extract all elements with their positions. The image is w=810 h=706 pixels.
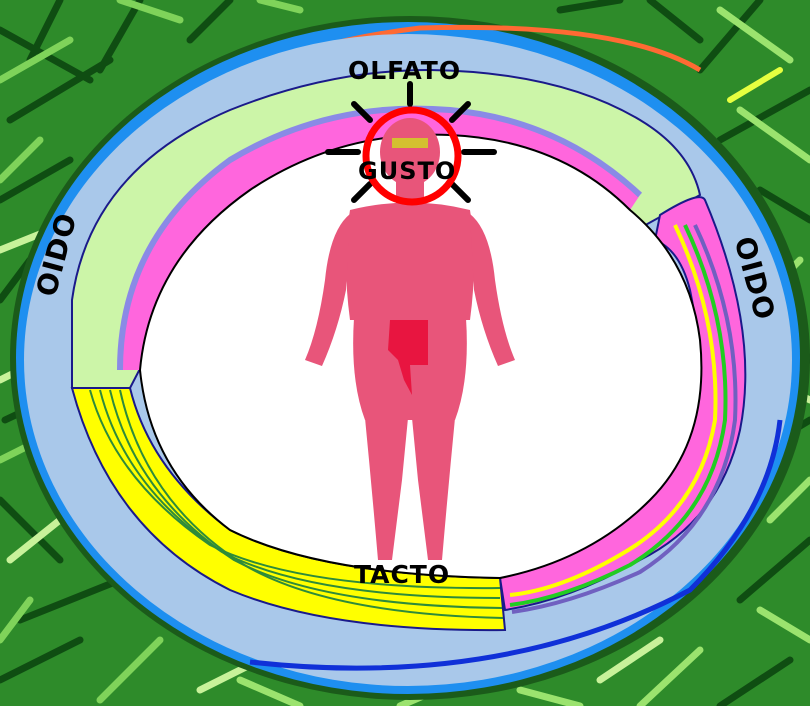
mouth-highlight bbox=[392, 138, 428, 148]
tacto-label: TACTO bbox=[354, 560, 450, 589]
gusto-label: GUSTO bbox=[358, 157, 456, 185]
olfato-label: OLFATO bbox=[348, 56, 461, 85]
